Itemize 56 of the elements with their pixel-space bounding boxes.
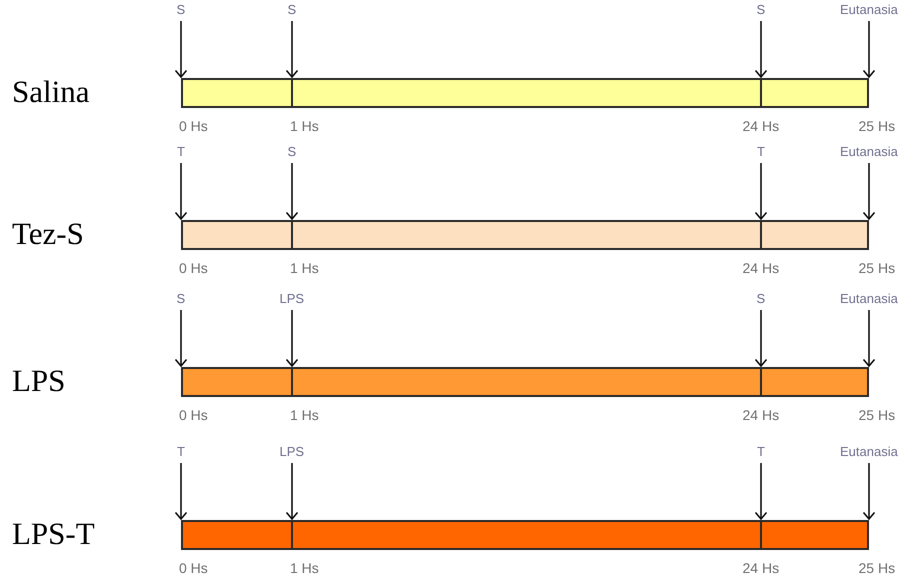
event-label: LPS — [280, 444, 304, 459]
timeline-bar — [181, 520, 869, 550]
time-label: 1 Hs — [290, 118, 319, 134]
arrow — [862, 463, 876, 520]
group-name: LPS — [12, 364, 66, 398]
event-label: LPS — [280, 291, 304, 306]
group-name: LPS-T — [12, 517, 95, 551]
event-label: S — [756, 2, 766, 17]
time-label: 25 Hs — [858, 118, 896, 134]
arrow — [286, 463, 298, 520]
event-label: S — [176, 2, 186, 17]
time-label: 0 Hs — [179, 407, 208, 423]
event-label: S — [288, 2, 296, 17]
event-label: T — [177, 144, 185, 159]
time-label: 1 Hs — [290, 560, 319, 576]
time-label: 24 Hs — [742, 560, 780, 576]
group-name: Tez-S — [12, 217, 84, 251]
arrow — [174, 163, 188, 220]
event-label: Eutanasia — [840, 444, 898, 459]
arrow — [286, 21, 298, 78]
time-label: 1 Hs — [290, 260, 319, 276]
timeline-bar — [181, 78, 869, 108]
group-name: Salina — [12, 75, 90, 109]
time-label: 0 Hs — [179, 118, 208, 134]
arrow — [754, 163, 768, 220]
arrow — [174, 310, 188, 367]
arrow — [174, 463, 188, 520]
time-label: 0 Hs — [179, 560, 208, 576]
event-label: Eutanasia — [840, 2, 898, 17]
time-label: 25 Hs — [858, 560, 896, 576]
arrow — [286, 163, 298, 220]
arrow — [174, 21, 188, 78]
event-label: Eutanasia — [840, 144, 898, 159]
event-label: S — [756, 291, 766, 306]
arrow — [754, 310, 768, 367]
event-label: Eutanasia — [840, 291, 898, 306]
arrow — [754, 21, 768, 78]
event-label: T — [177, 444, 185, 459]
arrow — [862, 310, 876, 367]
event-label: T — [757, 144, 765, 159]
event-label: T — [757, 444, 765, 459]
arrow — [862, 21, 876, 78]
timeline-bar — [181, 220, 869, 250]
time-label: 24 Hs — [742, 260, 780, 276]
time-label: 24 Hs — [742, 407, 780, 423]
arrow — [862, 163, 876, 220]
time-label: 25 Hs — [858, 407, 896, 423]
time-label: 0 Hs — [179, 260, 208, 276]
timeline-bar — [181, 367, 869, 397]
arrow — [754, 463, 768, 520]
event-label: S — [288, 144, 296, 159]
arrow — [286, 310, 298, 367]
event-label: S — [176, 291, 186, 306]
time-label: 24 Hs — [742, 118, 780, 134]
time-label: 25 Hs — [858, 260, 896, 276]
time-label: 1 Hs — [290, 407, 319, 423]
